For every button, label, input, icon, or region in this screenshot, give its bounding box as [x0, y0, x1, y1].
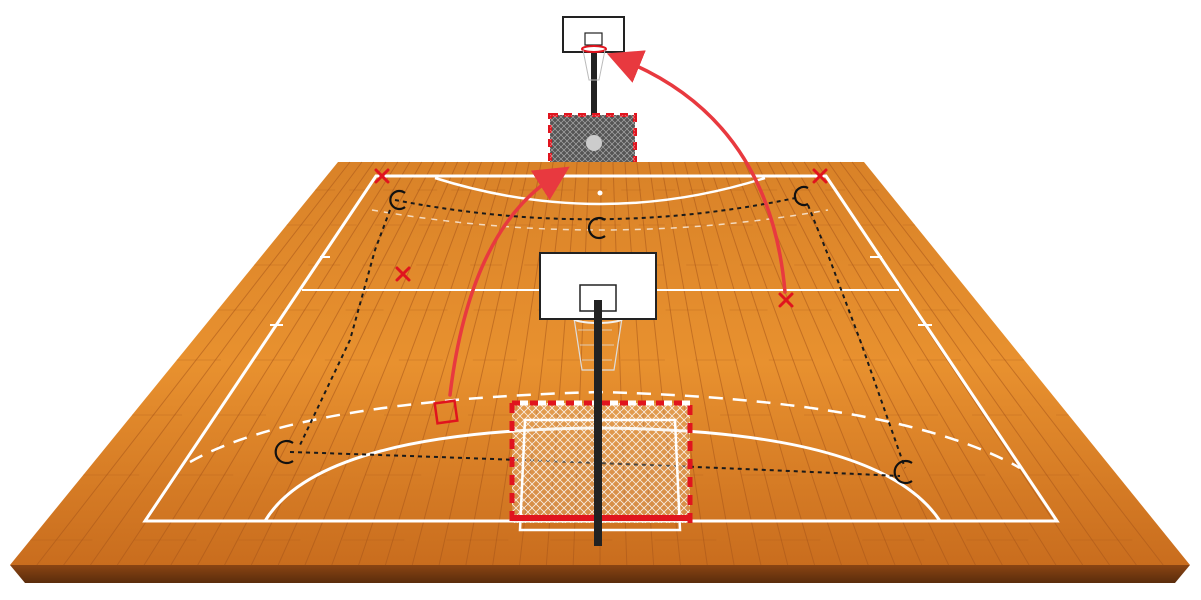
floor-plank-seam [143, 161, 399, 566]
pass-arrows [448, 50, 787, 397]
floor-plank-seam [224, 161, 435, 566]
floor-plank-seam [358, 161, 494, 566]
floor-plank-seam [684, 161, 789, 566]
floor-plank-seam [331, 161, 482, 566]
floor-plank-seam [465, 161, 542, 566]
floor-plank-seam [384, 161, 506, 566]
floor-plank-seam [839, 161, 1137, 566]
floor-plank-seam [708, 161, 842, 566]
floor-plank-seam [648, 161, 708, 566]
floor-plank-seam [851, 161, 1164, 566]
far-free-throw-arc [371, 209, 829, 231]
floor-plank-seam [755, 161, 950, 566]
defender-markers [374, 168, 828, 308]
cone-marker [893, 459, 913, 485]
cone-marker [793, 185, 809, 207]
far-basketball-hoop [562, 16, 625, 165]
dotted-path-left [299, 209, 391, 446]
floor-plank-seam [767, 161, 976, 566]
floor-plank-seam [90, 161, 375, 566]
defender-x-icon [778, 292, 794, 308]
arrow-to-far-hoop [606, 50, 787, 294]
floor-plank-seam [791, 161, 1030, 566]
court-boundary [142, 174, 1060, 523]
defender-x-icon [395, 266, 411, 282]
floor-plank-seam [720, 161, 869, 566]
floor-plank-seam [438, 161, 530, 566]
defender-x-icon [812, 168, 828, 184]
cone-marker [587, 216, 606, 240]
defender-x-icon [374, 168, 390, 184]
dotted-path-far [394, 196, 801, 221]
floor-plank-seam [63, 161, 363, 566]
start-square-marker [433, 399, 459, 425]
near-basketball-hoop [539, 252, 657, 546]
cone-marker [389, 189, 406, 211]
arrow-to-far-goal [448, 166, 570, 397]
floor-plank-seam [696, 161, 816, 566]
floor-plank-seam [277, 161, 459, 566]
floor-plank-seam [672, 161, 762, 566]
floor-plank-seam [803, 161, 1057, 566]
floor-plank-seam [827, 161, 1110, 566]
floor-plank-seam [411, 161, 518, 566]
floor-plank-seam [660, 161, 735, 566]
cone-marker [274, 439, 294, 465]
cone-markers [274, 185, 913, 485]
floor-plank-seam [170, 161, 411, 566]
far-goal-area-arc [434, 176, 766, 206]
floor-plank-seam [36, 161, 351, 566]
floor-plank-seam [197, 161, 423, 566]
floor-plank-seam [304, 161, 470, 566]
floor-plank-seam [732, 161, 896, 566]
